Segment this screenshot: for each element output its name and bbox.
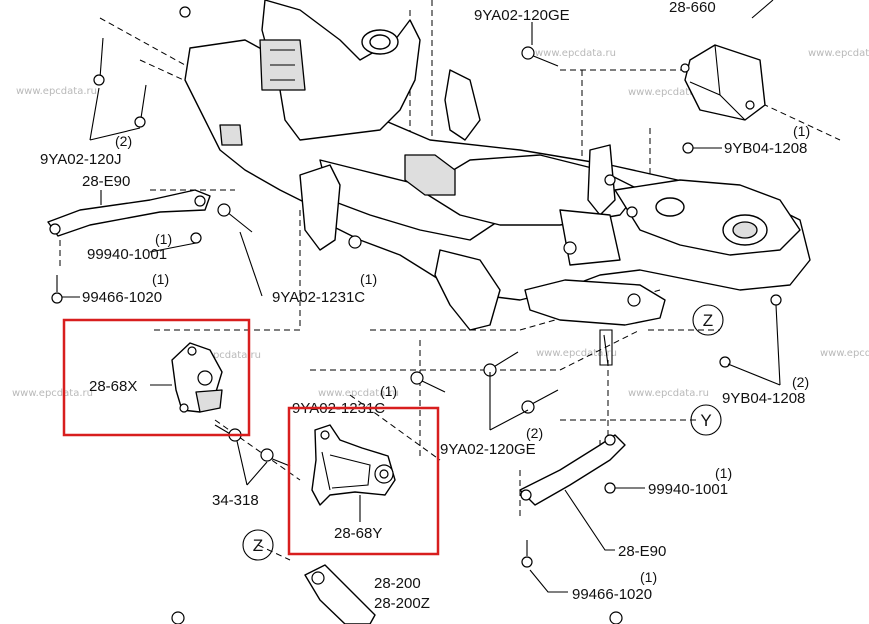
qty-9ya02-1231c-top: (1) — [360, 271, 377, 287]
qty-9ya02-120j: (2) — [115, 133, 132, 149]
label-99940-1001-left: 99940-1001 — [87, 246, 167, 263]
qty-9ya02-120ge-mid: (2) — [526, 425, 543, 441]
watermark-text: www.epcdata.ru — [628, 87, 709, 98]
label-28-68y: 28-68Y — [334, 525, 382, 542]
watermark-text: www.epcdata.ru — [12, 388, 93, 399]
reference-markers: Z Y Z — [242, 304, 724, 561]
watermark-text: www.epcdata.ru — [808, 48, 869, 59]
lateral-link-right — [519, 434, 626, 506]
watermark-text: www.epcdata.ru — [535, 48, 616, 59]
part-labels: 9YA02-120GE 28-660 (2) 9YA02-120J (1) 9Y… — [40, 0, 810, 612]
label-28-e90-left: 28-E90 — [82, 173, 130, 190]
qty-9yb04-1208-right: (2) — [792, 374, 809, 390]
watermark-text: www.epcdata.ru — [536, 348, 617, 359]
watermark-text: www.epcdata.ru — [180, 350, 261, 361]
label-28-200z: 28-200Z — [374, 595, 430, 612]
label-9yb04-1208-right: 9YB04-1208 — [722, 390, 805, 407]
highlight-box-28-68y — [287, 406, 440, 556]
label-99466-1020-left: 99466-1020 — [82, 289, 162, 306]
label-9ya02-120j: 9YA02-120J — [40, 151, 121, 168]
highlight-boxes — [62, 318, 440, 556]
ref-label-z-left: Z — [253, 536, 263, 555]
label-28-e90-right: 28-E90 — [618, 543, 666, 560]
ref-label-y-right: Y — [700, 411, 711, 430]
label-34-318: 34-318 — [212, 492, 259, 509]
ref-circle-z-left — [242, 529, 274, 561]
label-leaders — [62, 0, 781, 593]
lower-arm-28-200 — [171, 564, 623, 624]
watermark-text: www.epcdata.ru — [820, 348, 869, 359]
qty-99466-1020-left: (1) — [152, 271, 169, 287]
label-9ya02-120ge-mid: 9YA02-120GE — [440, 441, 536, 458]
ref-label-z-right: Z — [703, 311, 713, 330]
lateral-link-left — [47, 189, 211, 237]
qty-99940-1001-right: (1) — [715, 465, 732, 481]
label-9ya02-1231c-top: 9YA02-1231C — [272, 289, 365, 306]
watermark-text: www.epcdata.ru — [318, 388, 399, 399]
label-28-200: 28-200 — [374, 575, 421, 592]
fasteners — [51, 6, 782, 568]
engine-mount-28-660 — [680, 44, 766, 121]
highlight-box-28-68x — [62, 318, 251, 437]
label-9yb04-1208-top: 9YB04-1208 — [724, 140, 807, 157]
qty-99940-1001-left: (1) — [155, 231, 172, 247]
bracket-28-68x — [171, 342, 223, 413]
subframe-crossmember — [184, 0, 811, 366]
qty-9ya02-1231c-mid: (1) — [380, 383, 397, 399]
label-99466-1020-right: 99466-1020 — [572, 586, 652, 603]
bracket-28-68y — [311, 424, 396, 506]
watermark-text: www.epcdata.ru — [628, 388, 709, 399]
qty-99466-1020-right: (1) — [640, 569, 657, 585]
ref-circle-y-right — [690, 404, 722, 436]
ref-circle-z-right — [692, 304, 724, 336]
label-9ya02-120ge-top: 9YA02-120GE — [474, 7, 570, 24]
label-28-68x: 28-68X — [89, 378, 137, 395]
qty-9yb04-1208-top: (1) — [793, 123, 810, 139]
watermark-text: www.epcdata.ru — [16, 86, 97, 97]
label-99940-1001-right: 99940-1001 — [648, 481, 728, 498]
label-28-660: 28-660 — [669, 0, 716, 16]
